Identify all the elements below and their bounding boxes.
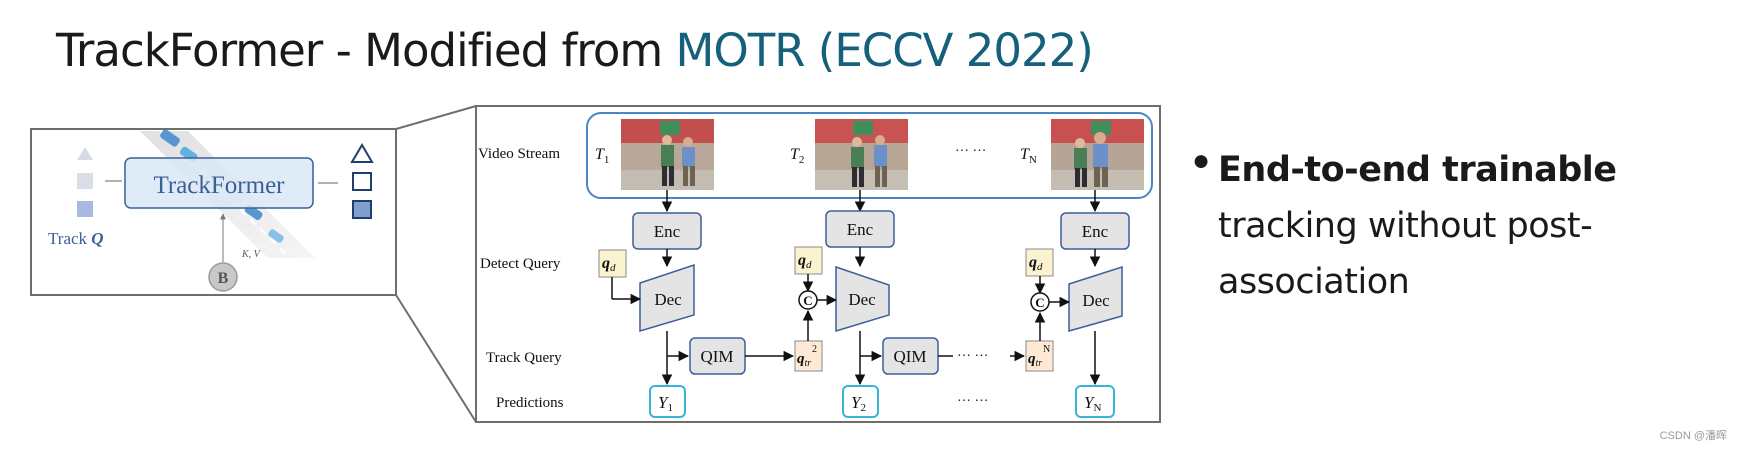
prediction-label: YN xyxy=(1084,393,1101,414)
frame-image xyxy=(621,119,714,190)
bullet-line: tracking without post- xyxy=(1218,206,1593,246)
square-filled-icon xyxy=(352,200,372,219)
backbone-node xyxy=(208,262,238,292)
frame-label-n: TN xyxy=(1020,146,1037,166)
track-q-label: Track Q xyxy=(48,229,104,248)
trackformer-label: TrackFormer xyxy=(153,172,285,199)
backbone-label: B xyxy=(218,270,229,287)
concat-label: C xyxy=(1035,295,1044,310)
square-outline-icon xyxy=(352,172,372,191)
prediction-box xyxy=(649,385,686,418)
bullet-dot-icon: ● xyxy=(1192,144,1211,177)
watermark: CSDN @潘晖 xyxy=(1659,430,1727,442)
detect-query-label: qd xyxy=(602,255,616,274)
triangle-icon xyxy=(77,147,93,160)
frames-ellipsis: ··· ··· xyxy=(955,144,986,159)
decoder-block xyxy=(1068,265,1123,332)
qim-label: QIM xyxy=(893,347,926,366)
prediction-box xyxy=(842,385,879,418)
detect-query-label: qd xyxy=(1029,254,1043,273)
concat-label: C xyxy=(803,293,812,308)
kv-label: K, V xyxy=(241,249,262,260)
track-query-box xyxy=(794,340,823,372)
detect-query-box xyxy=(598,249,627,278)
encoder-label: Enc xyxy=(654,222,681,241)
trackformer-block xyxy=(124,157,314,209)
prediction-label: Y1 xyxy=(658,393,673,414)
row-label-video-stream: Video Stream xyxy=(478,146,560,162)
predictions-ellipsis: ··· ··· xyxy=(957,394,988,409)
decoder-label: Dec xyxy=(848,290,876,309)
track-query-label: qtr xyxy=(797,351,811,369)
qim-label: QIM xyxy=(700,347,733,366)
decoder-block xyxy=(639,263,695,333)
square-icon xyxy=(77,201,93,217)
row-label-track-query: Track Query xyxy=(486,350,562,366)
triangle-outline-icon xyxy=(350,143,374,163)
frame-label-2: T2 xyxy=(790,146,804,166)
row-label-detect-query: Detect Query xyxy=(480,256,561,272)
bullet-point: ● End-to-end trainable tracking without … xyxy=(1192,142,1688,310)
track-query-label: qtr xyxy=(1028,351,1042,369)
prediction-box xyxy=(1075,385,1115,418)
trackformer-panel: TrackFormer Track Q K, V B xyxy=(30,105,477,423)
title-accent: MOTR (ECCV 2022) xyxy=(675,24,1094,77)
title-prefix: TrackFormer - Modified from xyxy=(56,24,676,77)
frame-image xyxy=(815,119,908,190)
frame-image xyxy=(1051,119,1144,190)
frame-label-1: T1 xyxy=(595,146,609,166)
square-icon xyxy=(77,173,93,189)
bullet-line: association xyxy=(1218,262,1410,302)
detect-query-box xyxy=(1025,248,1054,277)
encoder-label: Enc xyxy=(1082,222,1109,241)
detect-query-label: qd xyxy=(798,252,812,271)
decoder-block xyxy=(835,265,890,333)
track-query-sup: N xyxy=(1043,344,1050,355)
zoom-line-bottom xyxy=(395,294,477,423)
zoom-line-top xyxy=(395,105,477,130)
prediction-label: Y2 xyxy=(851,393,866,414)
decoder-label: Dec xyxy=(654,290,682,309)
encoder-label: Enc xyxy=(847,220,874,239)
decoder-label: Dec xyxy=(1082,291,1110,310)
page-title: TrackFormer - Modified from MOTR (ECCV 2… xyxy=(56,24,1094,77)
motr-panel: Video Stream Detect Query Track Query Pr… xyxy=(475,105,1161,423)
bullet-heading: End-to-end trainable xyxy=(1218,150,1617,190)
row-label-predictions: Predictions xyxy=(496,395,564,411)
qim-ellipsis: ··· ··· xyxy=(957,349,988,364)
track-query-sup: 2 xyxy=(812,344,817,355)
